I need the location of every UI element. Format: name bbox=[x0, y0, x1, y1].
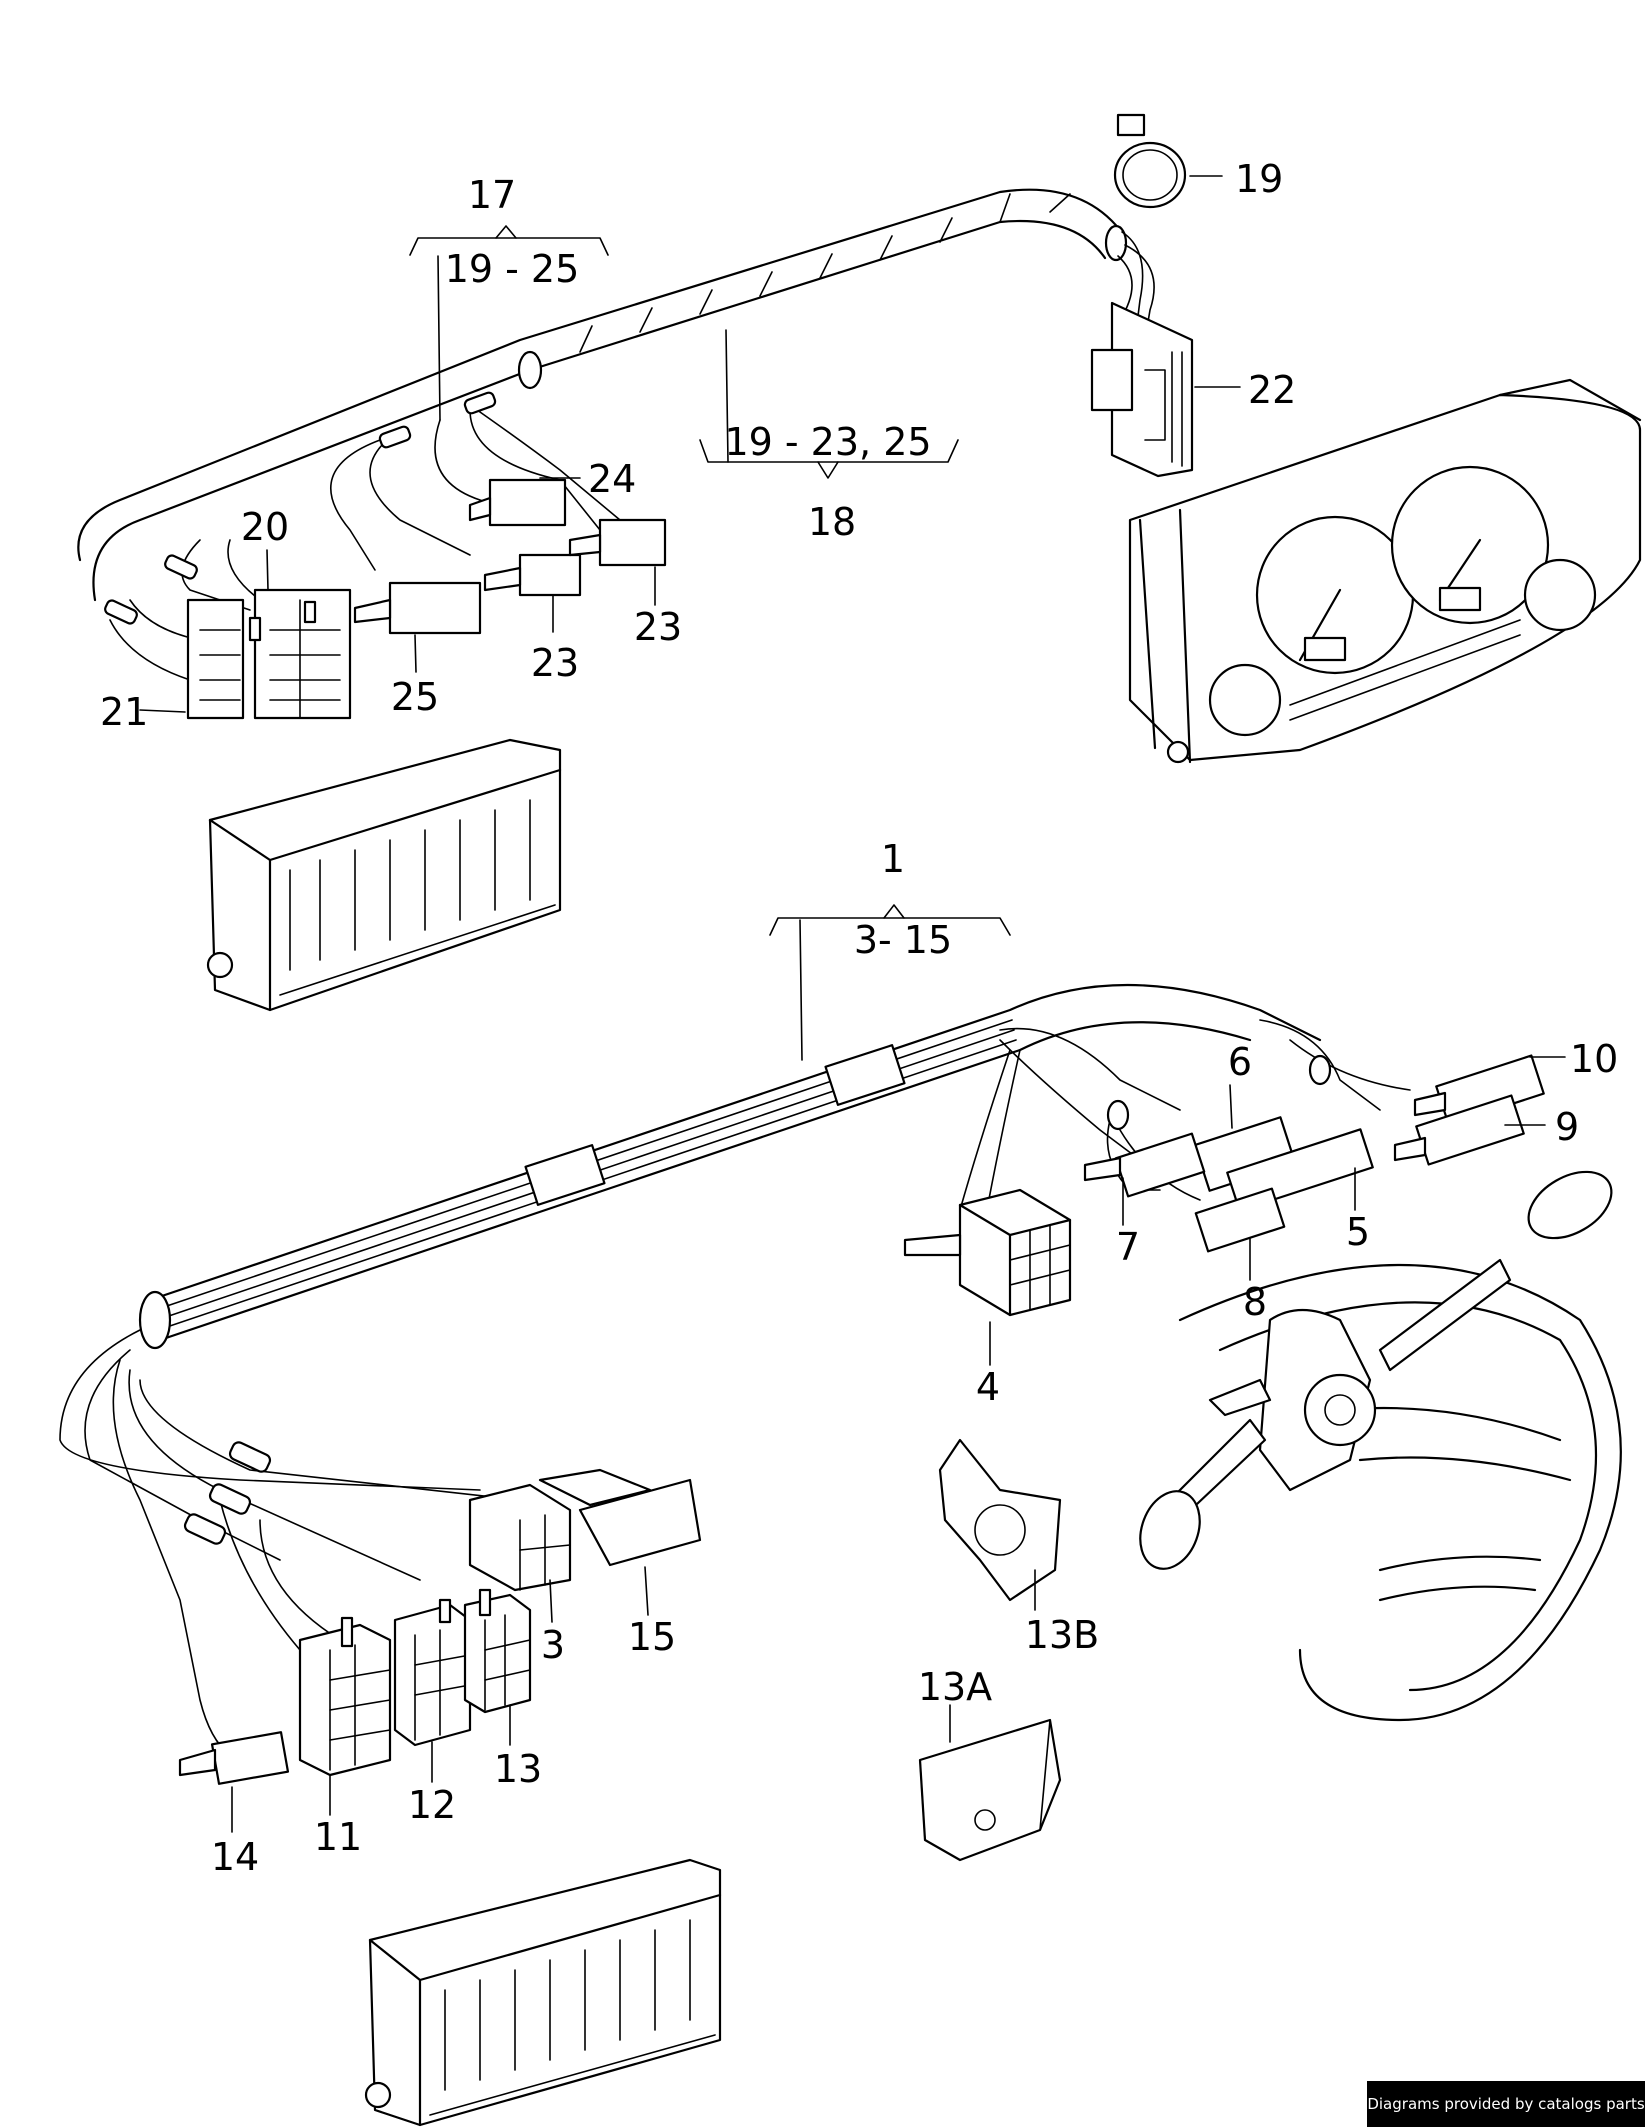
relay-panel-upper bbox=[206, 738, 562, 1012]
label-3-15: 3- 15 bbox=[854, 918, 952, 962]
label-9: 9 bbox=[1555, 1105, 1579, 1149]
connectors-20-21 bbox=[186, 588, 352, 720]
label-25: 25 bbox=[391, 675, 439, 719]
connectors-11-14 bbox=[178, 1588, 532, 1785]
label-23a: 23 bbox=[634, 605, 682, 649]
steering-wheel bbox=[1139, 1170, 1622, 1722]
connectors-5-10 bbox=[1083, 1054, 1545, 1253]
attribution-footer: Diagrams provided by catalogs parts bbox=[1367, 2081, 1645, 2127]
callout-labels: 17 19 - 25 19 - 23, 25 18 19 22 24 20 21… bbox=[100, 157, 1618, 1879]
leader-lines bbox=[139, 175, 1566, 1833]
label-4: 4 bbox=[976, 1365, 1000, 1409]
label-8: 8 bbox=[1243, 1280, 1267, 1324]
label-11: 11 bbox=[314, 1815, 362, 1859]
instrument-cluster bbox=[1128, 378, 1642, 764]
label-20: 20 bbox=[241, 505, 289, 549]
label-13: 13 bbox=[494, 1747, 542, 1791]
label-6: 6 bbox=[1228, 1040, 1252, 1084]
label-13a: 13A bbox=[918, 1665, 992, 1709]
relay-panel-lower bbox=[364, 1858, 722, 2127]
connector-22 bbox=[1090, 301, 1194, 478]
clip-19 bbox=[1113, 113, 1187, 209]
label-23b: 23 bbox=[531, 641, 579, 685]
label-1: 1 bbox=[881, 837, 905, 881]
label-5: 5 bbox=[1346, 1210, 1370, 1254]
label-21: 21 bbox=[100, 690, 148, 734]
label-19-23-25: 19 - 23, 25 bbox=[724, 420, 931, 464]
label-18: 18 bbox=[808, 500, 856, 544]
connector-4 bbox=[903, 1188, 1072, 1317]
label-17: 17 bbox=[468, 173, 516, 217]
lower-harness bbox=[59, 983, 1411, 1756]
label-13b: 13B bbox=[1025, 1613, 1099, 1657]
parts-13a-13b bbox=[918, 1438, 1062, 1862]
label-10: 10 bbox=[1570, 1037, 1618, 1081]
label-24: 24 bbox=[588, 457, 636, 501]
connectors-3-15 bbox=[468, 1468, 702, 1592]
label-7: 7 bbox=[1116, 1225, 1140, 1269]
label-3: 3 bbox=[541, 1623, 565, 1667]
label-12: 12 bbox=[408, 1783, 456, 1827]
label-19: 19 bbox=[1235, 157, 1283, 201]
label-22: 22 bbox=[1248, 368, 1296, 412]
label-14: 14 bbox=[211, 1835, 259, 1879]
upper-harness bbox=[77, 188, 1155, 691]
label-19-25: 19 - 25 bbox=[445, 247, 580, 291]
connectors-23-24-25 bbox=[353, 478, 667, 635]
label-15: 15 bbox=[628, 1615, 676, 1659]
